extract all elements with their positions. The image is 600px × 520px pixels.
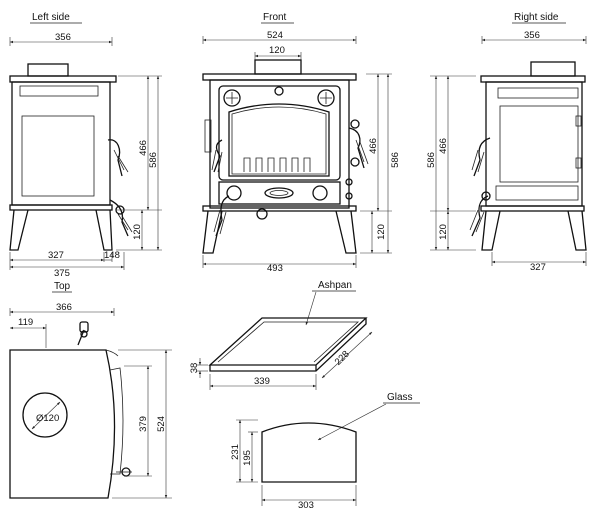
left-width-top-label: 356 — [55, 32, 71, 43]
left-width-bottom-label: 327 — [48, 250, 64, 261]
front-height-total-label: 586 — [390, 152, 401, 168]
top-flue-offset-label: 119 — [18, 317, 33, 328]
ashpan-width-label: 339 — [254, 376, 270, 387]
top-depth-label: 524 — [156, 416, 167, 432]
front-height-body-label: 466 — [368, 138, 379, 154]
ashpan-depth-label: 228 — [333, 349, 352, 368]
ashpan-title: Ashpan — [318, 280, 352, 291]
front-legs-label: 120 — [376, 224, 387, 240]
left-side-title: Left side — [32, 12, 70, 23]
glass-height-total-label: 231 — [230, 444, 241, 460]
top-flue-diameter-label: Ø120 — [36, 413, 59, 424]
right-legs-label: 120 — [438, 224, 449, 240]
right-side-view: Right side 356 586 466 120 — [426, 12, 587, 273]
glass-width-label: 303 — [298, 500, 314, 511]
left-side-view: Left side 356 466 586 120 — [9, 12, 162, 279]
glass-title: Glass — [387, 392, 413, 403]
glass-view: Glass 231 195 303 — [230, 392, 420, 511]
top-title: Top — [54, 281, 71, 292]
right-width-top-label: 356 — [524, 30, 540, 41]
left-offset-label: 148 — [104, 250, 120, 261]
ashpan-height-label: 38 — [189, 363, 200, 374]
right-side-title: Right side — [514, 12, 559, 23]
front-view: Front 524 120 — [202, 12, 401, 274]
left-width-overall-label: 375 — [54, 268, 70, 279]
top-depth-inner-label: 379 — [138, 416, 149, 432]
front-title: Front — [263, 12, 287, 23]
glass-height-side-label: 195 — [242, 450, 253, 466]
front-width-top-label: 524 — [267, 30, 283, 41]
left-height-body-label: 466 — [138, 140, 149, 156]
ashpan-view: Ashpan 38 339 228 — [189, 280, 373, 390]
left-height-total-label: 586 — [148, 152, 159, 168]
front-flue-label: 120 — [269, 45, 285, 56]
top-view: Top 366 119 Ø120 524 379 — [9, 281, 172, 499]
front-width-bottom-label: 493 — [267, 263, 283, 274]
right-height-total-label: 586 — [426, 152, 437, 168]
left-legs-label: 120 — [132, 224, 143, 240]
right-width-bottom-label: 327 — [530, 262, 546, 273]
right-height-body-label: 466 — [438, 138, 449, 154]
top-width-label: 366 — [56, 302, 72, 313]
